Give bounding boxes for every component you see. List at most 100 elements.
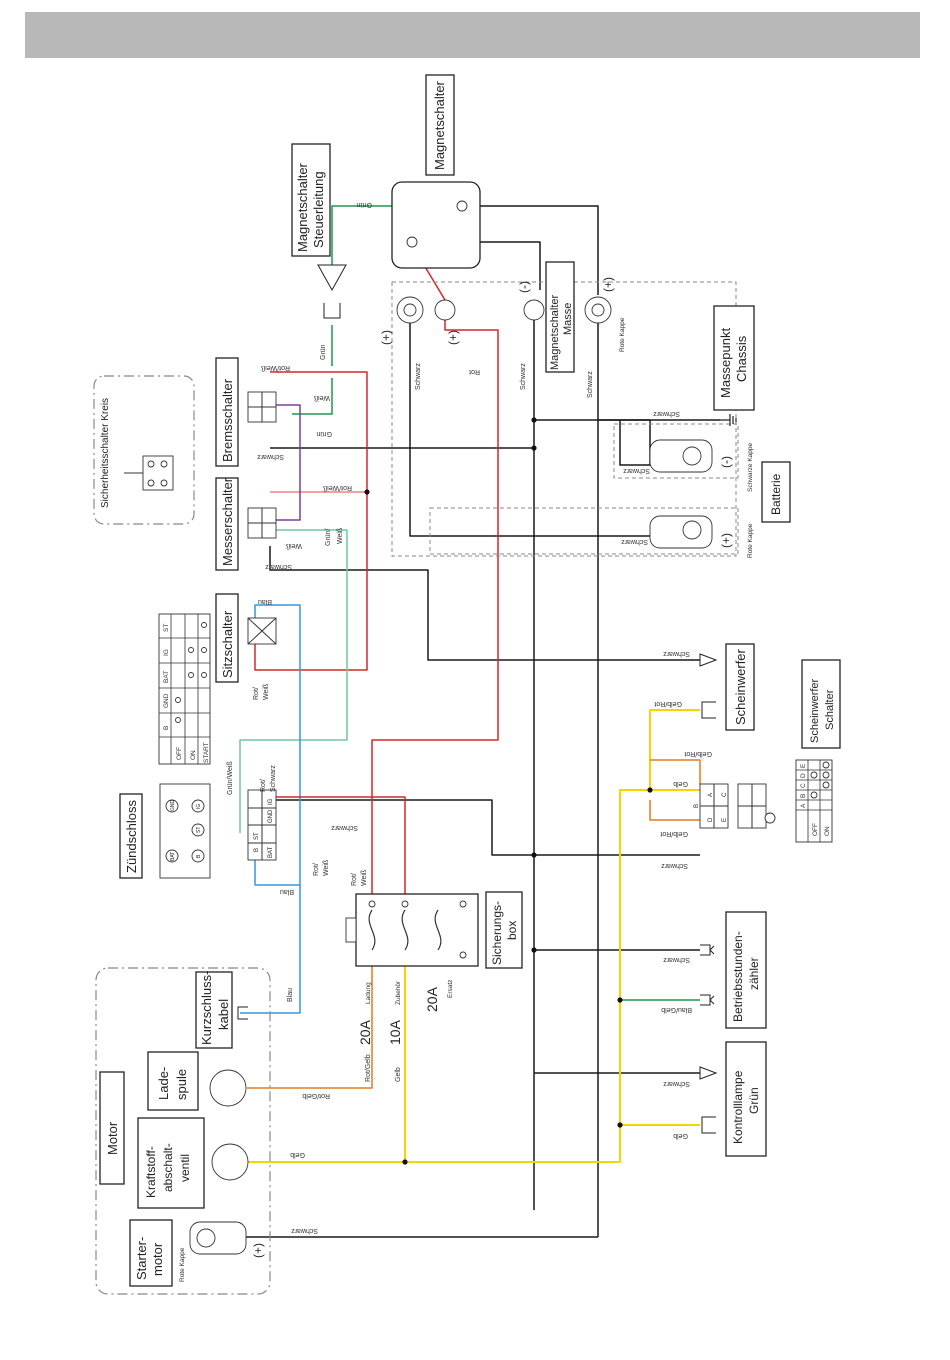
arrow-icon <box>699 1066 718 1080</box>
arrow-icon <box>699 653 718 667</box>
junction-dot <box>647 787 653 793</box>
light-switch-table: A B C D E OFF ON <box>795 759 833 843</box>
wire-label-schwarz: Schwarz <box>621 538 648 545</box>
wire-label-blau: Blau <box>287 988 294 1002</box>
conn-bat: BAT <box>268 846 274 858</box>
conn-ig: IG <box>268 798 274 805</box>
fuse-3-icon <box>434 909 442 951</box>
startermotor: Starter- motor Rote Kappe (+) <box>129 1219 265 1287</box>
fuse-2-icon <box>401 909 409 951</box>
bremsschalter-label: Bremsschalter <box>220 378 235 462</box>
kontroll-label-2: Grün <box>747 1087 761 1114</box>
magnetschalter-masse: Magnetschalter Masse <box>545 261 575 373</box>
junction-dot <box>402 1159 408 1165</box>
wire-label-gruen: Grün <box>320 344 327 360</box>
pin-b: B <box>694 804 700 808</box>
pin-c: C <box>722 792 728 797</box>
plus-terminal-rote-kappe: (+) Rote Kappe <box>584 277 626 352</box>
wire-orange-light <box>649 759 701 821</box>
starter-label-1: Starter- <box>134 1237 149 1280</box>
wire-label-schwarz: Schwarz <box>265 563 292 570</box>
sicherungsbox-label-1: Sicherungs- <box>490 901 504 965</box>
wire-green-bremsschalter <box>292 325 333 415</box>
ign-header-b: B <box>163 726 170 730</box>
minus-terminal-mag: (-) <box>517 281 545 321</box>
wire-black-battery-minus <box>534 419 651 466</box>
fuse-3-amp: 20A <box>424 986 440 1012</box>
ign-row-on: ON <box>190 750 197 760</box>
sitzschalter: Sitzschalter <box>215 593 277 683</box>
zs-ig: IG <box>196 804 202 809</box>
kraftstoff-label-1: Kraftstoff- <box>144 1146 158 1198</box>
wire-label-schwarz: Schwarz <box>661 862 688 869</box>
plug-icon <box>700 944 715 956</box>
junction-dot <box>531 445 537 451</box>
sicherungsbox: Sicherungs- box 20A Ladung 10A Zubehör 2… <box>345 891 523 1045</box>
ignition-table: B GND BAT IG ST OFF ON START <box>158 613 211 765</box>
junction-dot <box>364 489 370 495</box>
ignition-connector: IG GND ST BAT B <box>247 789 277 861</box>
rote-kappe-label: Rote Kappe <box>747 523 754 558</box>
wire-label-gelb: Gelb <box>290 1151 305 1158</box>
lst-header-e: E <box>800 763 807 768</box>
conn-st: ST <box>254 832 260 840</box>
battery-minus-terminal: (-) Schwarze Kappe <box>649 439 754 492</box>
wire-label-schwarz: Schwarz <box>587 371 594 398</box>
ign-row-off: OFF <box>176 747 183 760</box>
wire-orange-ladespule <box>247 938 373 1089</box>
zs-b: B <box>196 854 202 858</box>
wire-label-gelb: Gelb <box>673 780 688 787</box>
wire-label-blau: Blau <box>280 888 294 895</box>
plus-label: (+) <box>601 277 615 292</box>
wire-label-schwarz: Schwarz <box>291 1227 318 1234</box>
bstz-label-1: Betriebsstunden- <box>731 931 745 1022</box>
wire-label-weiss: Weiß <box>263 684 270 700</box>
masse-label-2: Masse <box>562 303 574 335</box>
fuse-2-name: Zubehör <box>395 980 402 1005</box>
messerschalter: Messerschalter <box>215 477 277 571</box>
batterie-box: Batterie <box>761 461 791 523</box>
lst-row-on: ON <box>824 826 831 836</box>
schwarze-kappe-label: Schwarze Kappe <box>747 442 754 492</box>
zs-st: ST <box>196 827 202 833</box>
wire-label-gelb: Gelb <box>673 1132 688 1139</box>
wire-label-gelb-rot: Gelb/Rot <box>684 750 712 757</box>
wire-black-battery-plus <box>409 318 650 537</box>
ladespule: Lade- spule <box>147 1051 247 1111</box>
sicherheitsschalter-kreis: Sicherheitsschalter Kreis <box>93 375 195 525</box>
magnetschalter: Magnetschalter <box>391 74 481 269</box>
wire-label-rot: Rot <box>469 368 480 375</box>
wire-label-weiss: Weiß <box>286 542 302 549</box>
wire-label-schwarz: Schwarz <box>257 453 284 460</box>
ladespule-label-2: spule <box>174 1069 189 1100</box>
kraftstoffabschaltventil: Kraftstoff- abschalt- ventil <box>137 1117 249 1209</box>
fuse-1-icon <box>368 909 376 951</box>
sitzschalter-label: Sitzschalter <box>220 610 235 678</box>
wire-blue-zuend <box>254 850 300 886</box>
wire-label-weiss: Weiß <box>337 528 344 544</box>
wire-label-schwarz: Schwarz <box>663 1080 690 1087</box>
junction-dot <box>617 1122 623 1128</box>
wire-label-weiss: Weiß <box>361 870 368 886</box>
connector-arrow <box>317 264 347 292</box>
junction-dot <box>531 417 537 423</box>
junction-dot <box>531 852 537 858</box>
fuse-1-name: Ladung <box>365 982 372 1004</box>
lst-header-a: A <box>800 803 807 808</box>
rote-kappe-label: Rote Kappe <box>619 317 626 352</box>
kontrolllampe: Kontrolllampe Grün <box>699 1041 767 1157</box>
wire-label-gelb-rot: Gelb/Rot <box>654 700 682 707</box>
plus-label: (+) <box>719 533 733 548</box>
plus-label: (+) <box>251 1243 265 1258</box>
ign-row-start: START <box>203 742 210 763</box>
motor-area: Motor <box>95 967 271 1295</box>
plug-icon <box>700 994 715 1006</box>
wire-label-schwarz: Schwarz <box>415 363 422 390</box>
wire-blue-sitz <box>240 604 301 1014</box>
wire-label-gelb-rot: Gelb/Rot <box>660 830 688 837</box>
wire-label-gruen: Grün <box>316 430 332 437</box>
wire-label-rot-slash: Rot/ <box>313 863 320 876</box>
junction-dot <box>531 947 537 953</box>
plug-icon <box>701 701 716 719</box>
bremsschalter: Bremsschalter <box>215 357 277 467</box>
